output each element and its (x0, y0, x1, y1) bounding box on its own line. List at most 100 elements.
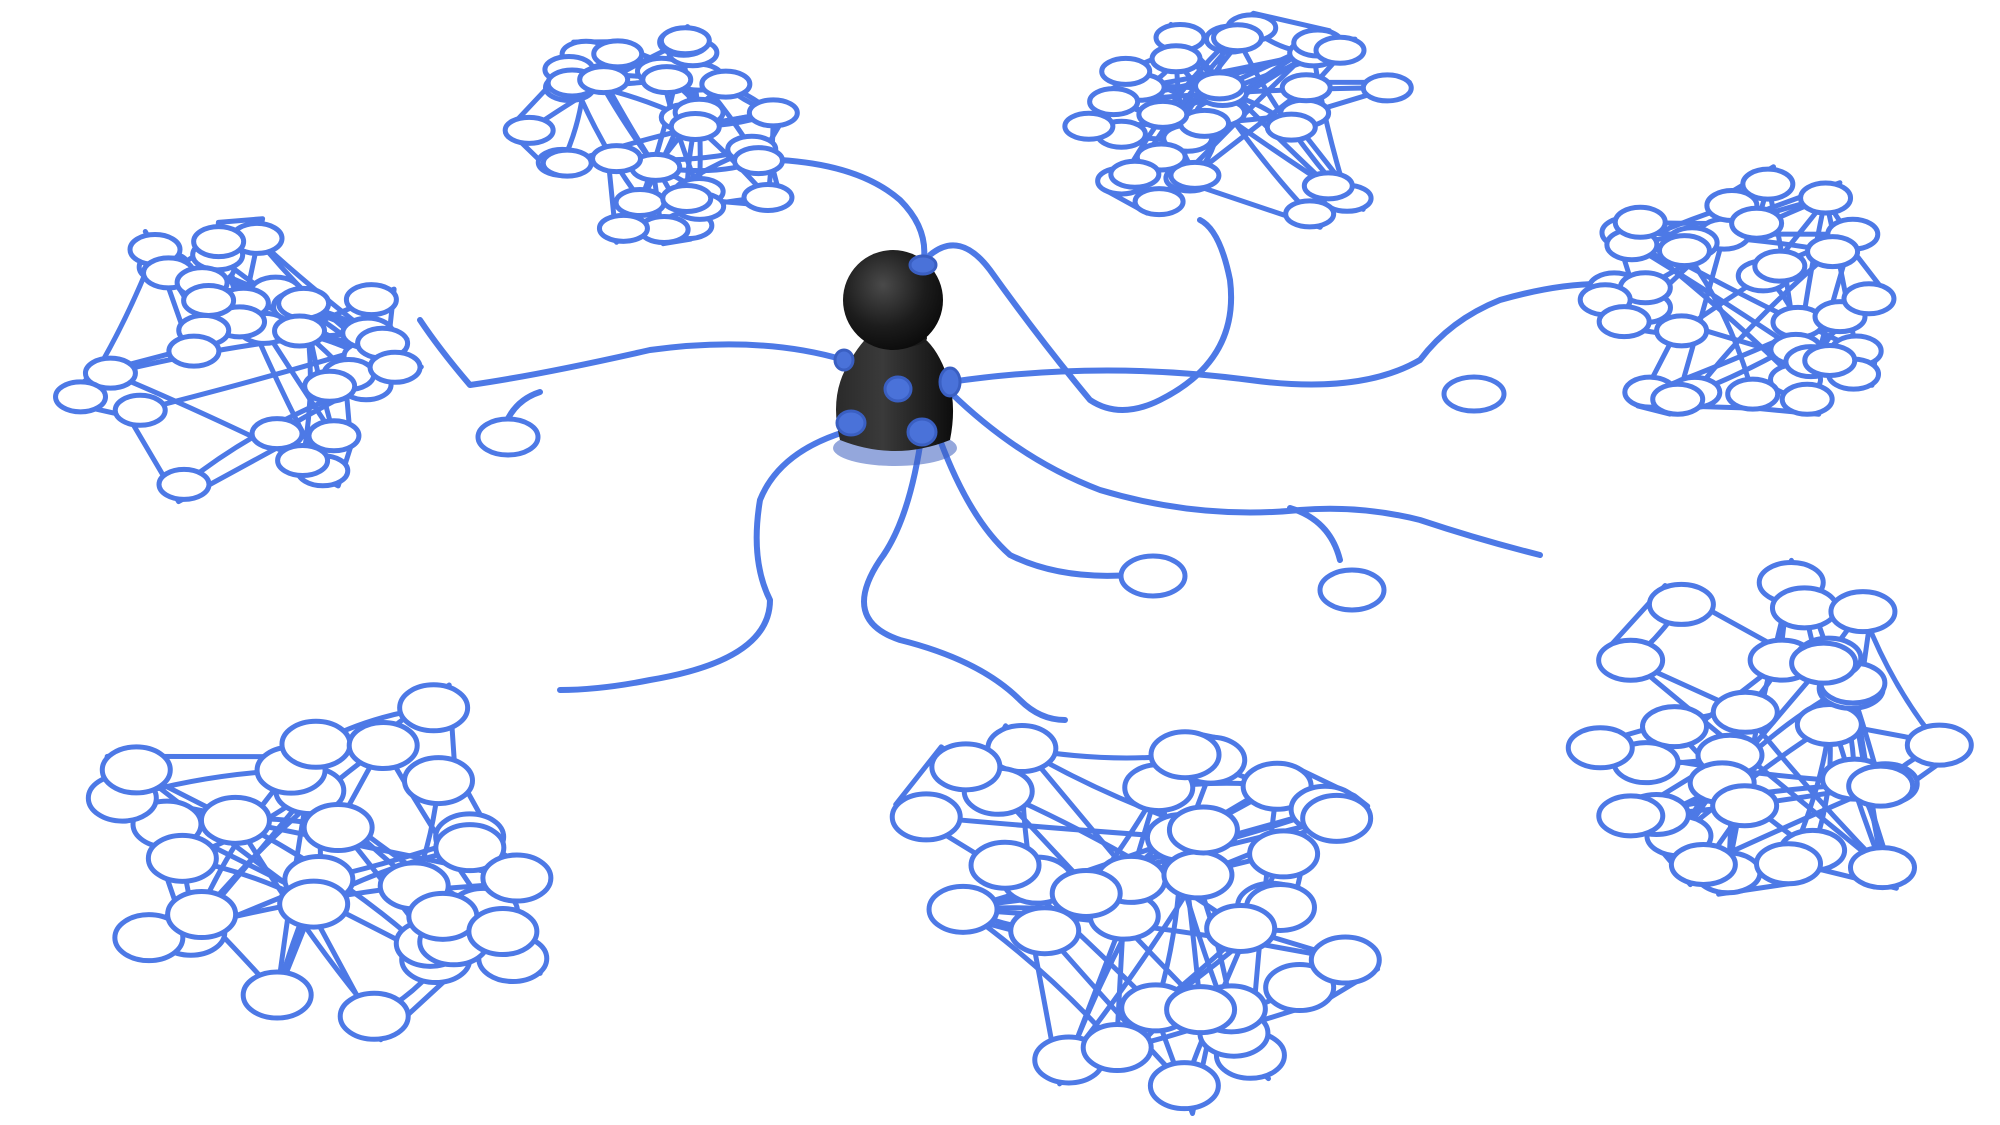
network-node (1789, 640, 1859, 686)
network-node (480, 852, 554, 904)
network-node (1754, 841, 1824, 887)
network-node (1313, 34, 1367, 66)
network-node (346, 720, 420, 772)
network-node (926, 883, 1000, 935)
network-node (433, 822, 507, 874)
network-node (1828, 589, 1898, 635)
network-node (1148, 729, 1222, 781)
port-icon (835, 409, 867, 437)
network-node (1841, 281, 1897, 317)
connector-wire (861, 429, 1068, 723)
network-node (397, 682, 471, 734)
network-node (1596, 637, 1666, 683)
network-node (279, 718, 353, 770)
connector-wire (947, 389, 1543, 558)
connector-wire (107, 330, 371, 376)
figure-ports (833, 254, 962, 447)
network-node (1710, 783, 1780, 829)
connector-wire (1287, 505, 1343, 563)
network-node (1308, 934, 1382, 986)
network-node (1802, 342, 1858, 378)
network-node (272, 313, 328, 349)
port-icon (908, 254, 938, 276)
network-node (731, 145, 785, 177)
network-node (301, 802, 375, 854)
network-node (640, 64, 694, 96)
network-node (112, 912, 186, 964)
network-node (929, 741, 1003, 793)
network-node (112, 392, 168, 428)
network-node (191, 224, 247, 260)
network-node (1798, 180, 1854, 216)
network-node (306, 418, 362, 454)
network-node (613, 187, 667, 219)
network-node (1740, 166, 1796, 202)
network-node (198, 794, 272, 846)
network-node (1168, 159, 1222, 191)
trunk-wires (417, 157, 1623, 723)
network-node (577, 64, 631, 96)
network-node (699, 68, 753, 100)
network-node (1211, 22, 1265, 54)
port-icon (906, 417, 938, 447)
black-pawn-figure (833, 250, 962, 466)
network-node (1360, 72, 1414, 104)
connector-wire (927, 217, 1235, 413)
network-node (166, 333, 222, 369)
network-node (82, 355, 138, 391)
node-clusters (53, 10, 1974, 1116)
network-node (1769, 585, 1839, 631)
network-node (1725, 376, 1781, 412)
network-node (240, 969, 314, 1021)
network-node (1300, 792, 1374, 844)
network-node (1646, 581, 1716, 627)
network-node (1099, 55, 1153, 87)
network-node (502, 114, 556, 146)
network-node (596, 212, 650, 244)
network-node (1650, 381, 1706, 417)
network-node (1147, 1060, 1221, 1112)
network-node (99, 744, 173, 796)
network-node (741, 181, 795, 213)
network-node (1192, 70, 1246, 102)
network-node (1118, 553, 1188, 599)
figure-head (843, 250, 943, 350)
network-node (660, 183, 714, 215)
network-node (1639, 704, 1709, 750)
network-node (1301, 170, 1355, 202)
network-node (1656, 233, 1712, 269)
network-node (53, 379, 109, 415)
port-icon (938, 366, 962, 398)
network-node (1164, 984, 1238, 1036)
network-node (475, 416, 541, 458)
network-node (746, 97, 800, 129)
connector-wire (947, 281, 1623, 388)
network-node (156, 466, 212, 502)
network-node (1283, 198, 1337, 230)
network-node (1779, 381, 1835, 417)
network-node (1596, 793, 1666, 839)
connector-wire (417, 317, 847, 388)
network-node (1847, 845, 1917, 891)
network-node (1149, 43, 1203, 75)
network-node (1805, 234, 1861, 270)
port-icon (883, 375, 913, 403)
network-node (1132, 186, 1186, 218)
network-node (1049, 867, 1123, 919)
network-node (1565, 725, 1635, 771)
cluster-bottom-right (1565, 557, 1974, 897)
network-node (1136, 98, 1190, 130)
network-node (540, 147, 594, 179)
network-node (1080, 1022, 1154, 1074)
network-node (1710, 689, 1780, 735)
network-node (466, 906, 540, 958)
cluster-bottom-center (889, 723, 1382, 1116)
network-node (1317, 567, 1387, 613)
network-node (1279, 72, 1333, 104)
cluster-right (1577, 164, 1897, 417)
network-node (889, 791, 963, 843)
network-node (1247, 828, 1321, 880)
network-node (1204, 902, 1278, 954)
network-node (165, 888, 239, 940)
